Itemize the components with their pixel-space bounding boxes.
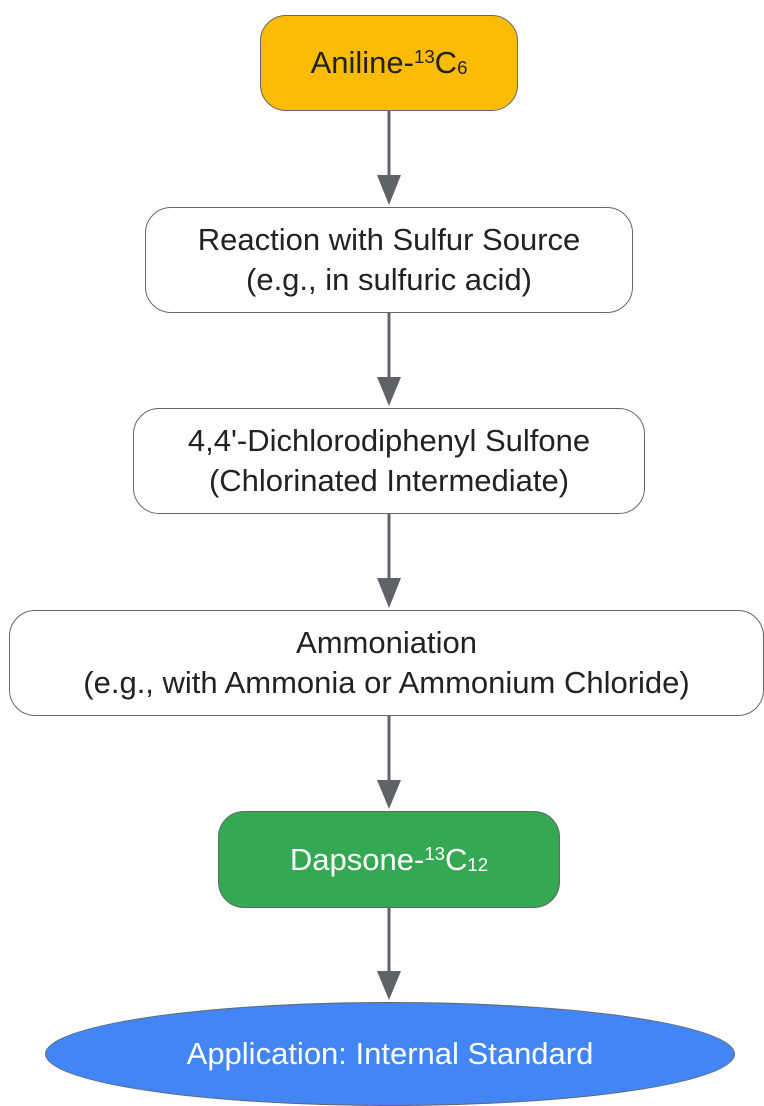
start-node-element: C: [434, 45, 458, 80]
product-node-dapsone: Dapsone-13C12: [218, 811, 560, 908]
step3-line1: Ammoniation: [296, 625, 477, 660]
edge-step2-to-step3: [377, 514, 401, 608]
start-node-count: 6: [457, 56, 468, 78]
process-node-sulfur-reaction: Reaction with Sulfur Source (e.g., in su…: [145, 207, 633, 313]
start-node-isotope: 13: [413, 45, 435, 67]
edge-start-to-step1: [377, 111, 401, 205]
step2-line1: 4,4'-Dichlorodiphenyl Sulfone: [187, 423, 591, 458]
edge-product-to-application: [377, 908, 401, 1000]
start-node-name: Aniline-: [310, 45, 414, 80]
step1-line1: Reaction with Sulfur Source: [197, 222, 581, 257]
edge-step1-to-step2: [377, 313, 401, 406]
step2-line2: (Chlorinated Intermediate): [208, 463, 570, 498]
application-node: Application: Internal Standard: [45, 1002, 735, 1106]
product-node-name: Dapsone-: [289, 841, 425, 877]
product-node-element: C: [445, 841, 468, 877]
product-node-count: 12: [467, 853, 489, 875]
product-node-isotope: 13: [424, 842, 446, 864]
process-node-ammoniation: Ammoniation (e.g., with Ammonia or Ammon…: [9, 610, 764, 716]
start-node-label: Aniline-13C6: [311, 43, 468, 83]
step3-line2: (e.g., with Ammonia or Ammonium Chloride…: [83, 665, 690, 700]
edge-step3-to-product: [377, 716, 401, 809]
application-label: Application: Internal Standard: [186, 1036, 594, 1071]
start-node-aniline: Aniline-13C6: [260, 15, 518, 111]
product-node-label: Dapsone-13C12: [290, 840, 488, 880]
process-node-dichlorodiphenyl-sulfone: 4,4'-Dichlorodiphenyl Sulfone (Chlorinat…: [133, 408, 645, 514]
step1-line2: (e.g., in sulfuric acid): [246, 262, 532, 297]
